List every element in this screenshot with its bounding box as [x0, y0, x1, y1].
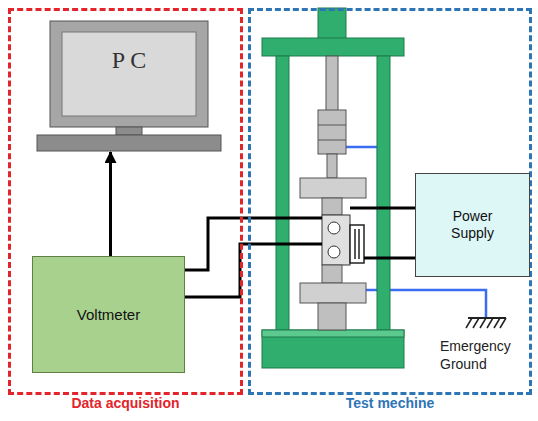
- ground-wire: [366, 289, 378, 292]
- upper-crosshead: [300, 178, 366, 198]
- box-label: Voltmeter: [77, 306, 140, 324]
- top-crossbar: [262, 38, 404, 56]
- ground-hatch: [466, 318, 472, 328]
- ground-label: Emergency Ground: [440, 338, 532, 373]
- ground-hatch: [480, 318, 486, 328]
- box-label: Power Supply: [442, 208, 504, 242]
- monitor-base: [37, 135, 221, 151]
- power-supply-box: Power Supply: [415, 173, 530, 277]
- power-wire: [350, 207, 415, 210]
- ground-hatch: [473, 318, 479, 328]
- monitor-frame: [50, 21, 208, 127]
- screen-label: P C: [66, 46, 192, 75]
- grip-line: [318, 140, 346, 141]
- machine-base: [262, 330, 404, 368]
- pin: [328, 246, 340, 258]
- extensometer-bar: [354, 229, 356, 259]
- region-label: Data acquisition: [8, 395, 243, 412]
- extensometer: [350, 225, 364, 263]
- lower-crosshead: [300, 283, 366, 303]
- upper-grip: [318, 110, 346, 154]
- data-arrow: [109, 152, 112, 256]
- monitor-shape: [36, 20, 222, 152]
- lower-grip: [318, 303, 346, 330]
- data-acquisition-region: P CVoltmeterData acquisition: [8, 8, 243, 395]
- extensometer-bar: [358, 229, 360, 259]
- signal-wire: [185, 244, 322, 297]
- upper-holder: [322, 198, 342, 215]
- grip-line: [318, 125, 346, 126]
- monitor-neck: [116, 127, 142, 135]
- region-label: Test mechine: [248, 395, 532, 412]
- ground-hatch: [494, 318, 500, 328]
- column: [276, 56, 289, 331]
- specimen: [322, 215, 350, 265]
- ground-hatch: [500, 318, 506, 328]
- ground-hatch: [487, 318, 493, 328]
- test-machine-region: Power SupplyTest mechine: [248, 8, 532, 395]
- pc-monitor: P C: [36, 20, 222, 152]
- lower-holder: [322, 265, 342, 283]
- column: [377, 56, 390, 331]
- base-trim: [262, 330, 404, 337]
- rod: [327, 154, 337, 178]
- power-wire: [364, 257, 415, 260]
- pin: [328, 222, 340, 234]
- monitor-screen: [62, 32, 196, 116]
- voltmeter-box: Voltmeter: [32, 256, 185, 373]
- pull-rod: [326, 56, 338, 112]
- top-block: [318, 8, 346, 40]
